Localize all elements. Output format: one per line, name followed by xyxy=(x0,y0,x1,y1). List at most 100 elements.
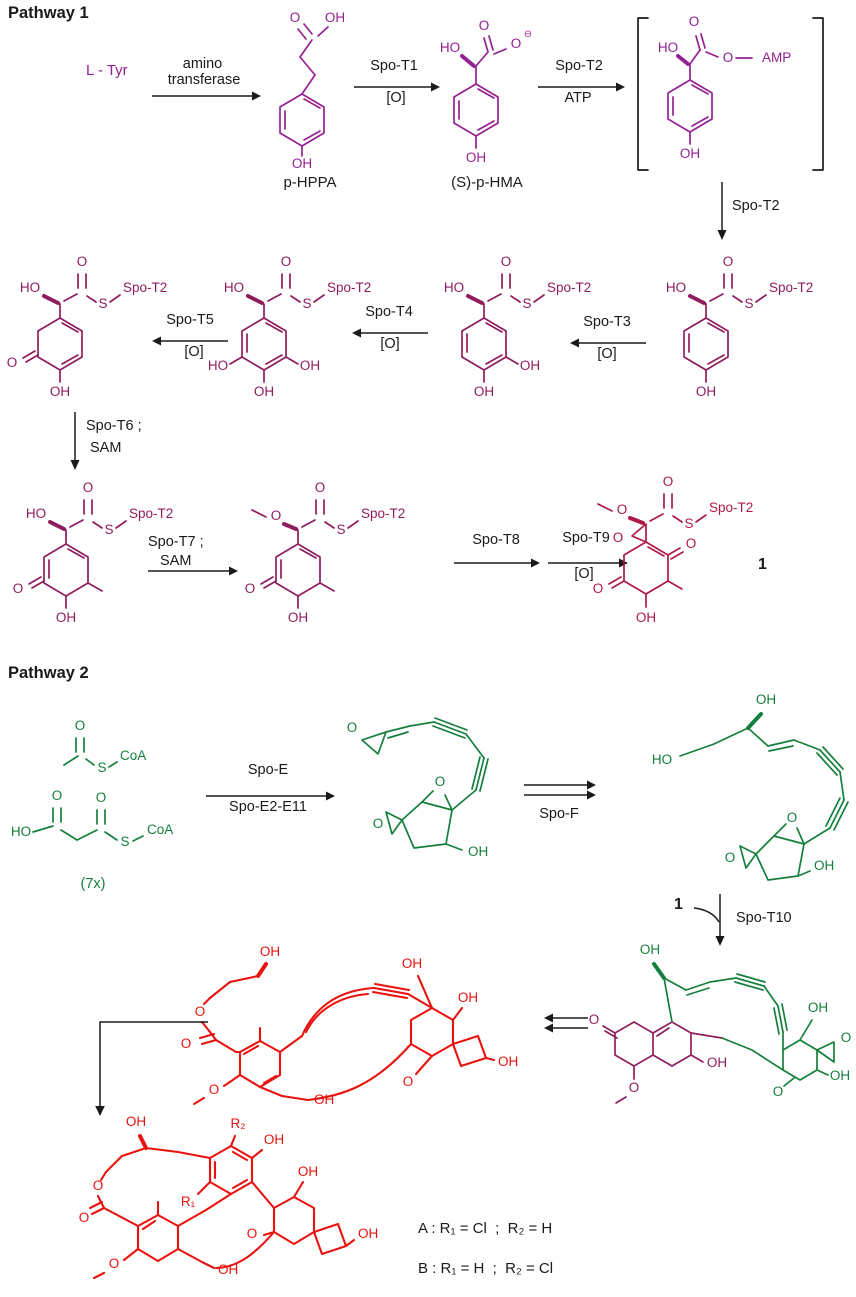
atp-label: ATP xyxy=(564,90,592,106)
atom-o: O xyxy=(403,1074,414,1089)
atom-oh: OH xyxy=(218,1262,238,1277)
spo-t6-label: Spo-T6 ; xyxy=(86,418,142,434)
atom-ho: HO xyxy=(658,40,678,55)
atom-oh: OH xyxy=(288,610,308,625)
pathway2-title: Pathway 2 xyxy=(8,664,89,682)
atom-oh: OH xyxy=(292,156,312,171)
structure-p-hppa: O OH OH xyxy=(279,10,345,171)
atom-oh: OH xyxy=(466,150,486,165)
atom-oh: OH xyxy=(402,956,422,971)
atom-s: S xyxy=(302,296,311,311)
sam-label-2: SAM xyxy=(160,553,192,569)
structure-hybrid-intermediate: O O OH OH O OH OH O xyxy=(589,942,851,1104)
enediyne-diol-bonds: OH HO O O OH xyxy=(652,692,849,881)
arrow-multistep-left xyxy=(544,1013,588,1033)
spo-t5-ox-label: [O] xyxy=(184,344,204,360)
p-hppa-bonds: O OH OH xyxy=(279,10,345,171)
structure-methyl-quinone-thioester: O HO S Spo-T2 O OH xyxy=(13,480,174,625)
spo-t4-label: Spo-T4 xyxy=(365,304,413,320)
structure-thioester-trihydroxy: O HO S Spo-T2 HO OH OH xyxy=(208,254,371,399)
charge-minus-icon: ⊖ xyxy=(524,29,532,40)
structure-enediyne-core: O O O OH xyxy=(347,717,489,859)
atom-oh: OH xyxy=(56,610,76,625)
methoxy-quinone-bonds: O O S Spo-T2 O OH xyxy=(245,480,406,625)
atom-ho: HO xyxy=(666,280,686,295)
atom-o: O xyxy=(841,1030,852,1045)
atom-o: O xyxy=(347,720,358,735)
structure-malonyl-coa: HO O O S CoA xyxy=(11,788,173,849)
sporolide-bonds: OH O O O R₂ OH R₁ OH OH O OH xyxy=(79,1114,378,1280)
aminotransferase-label-1: amino xyxy=(182,56,223,72)
atom-oh: OH xyxy=(830,1068,850,1083)
substituent-r2: R₂ xyxy=(231,1116,246,1131)
spo-t2-tag: Spo-T2 xyxy=(361,506,405,521)
atom-oh: OH xyxy=(756,692,776,707)
atom-o: O xyxy=(79,1210,90,1225)
quinone-thioester-bonds: O HO S Spo-T2 O OH xyxy=(7,254,168,399)
atom-o: O xyxy=(725,850,736,865)
arrow-spo-t2-load xyxy=(717,182,727,240)
legend-b: B : R₁ = H ; R₂ = Cl xyxy=(418,1260,554,1277)
phenol-thioester-bonds: O HO S Spo-T2 OH xyxy=(666,254,813,399)
spo-t2-tag: Spo-T2 xyxy=(129,506,173,521)
aminotransferase-label-2: transferase xyxy=(167,72,241,88)
arrow-spo-t2 xyxy=(538,82,625,92)
atom-oh: OH xyxy=(458,990,478,1005)
atom-oh: OH xyxy=(520,358,540,373)
atom-o: O xyxy=(13,581,24,596)
atom-oh: OH xyxy=(640,942,660,957)
arrow-aminotransferase xyxy=(152,91,261,101)
malonyl-coa-bonds: HO O O S CoA xyxy=(11,788,173,849)
spo-t7-label: Spo-T7 ; xyxy=(148,534,204,550)
structure-s-p-hma: HO O O ⊖ OH xyxy=(440,18,532,165)
amp-group: AMP xyxy=(762,50,791,65)
atom-o: O xyxy=(511,36,522,51)
atom-oh: OH xyxy=(298,1164,318,1179)
arrow-spo-f xyxy=(524,780,596,800)
atom-ho: HO xyxy=(652,752,672,767)
atom-o: O xyxy=(7,355,18,370)
seven-x-label: (7x) xyxy=(80,876,106,892)
atom-oh: OH xyxy=(680,146,700,161)
atom-s: S xyxy=(684,516,693,531)
atom-o: O xyxy=(93,1178,104,1193)
p-hma-name: (S)-p-HMA xyxy=(451,174,523,191)
arrow-spo-t5 xyxy=(152,336,228,346)
atom-o: O xyxy=(247,1226,258,1241)
structure-methoxy-quinone-thioester: O O S Spo-T2 O OH xyxy=(245,480,406,625)
structure-amp-intermediate: HO O O AMP OH xyxy=(637,14,824,171)
atom-o: O xyxy=(373,816,384,831)
pathway1-title: Pathway 1 xyxy=(8,4,89,22)
atom-o: O xyxy=(75,718,86,733)
atom-o: O xyxy=(83,480,94,495)
brackets xyxy=(637,17,824,171)
arrow-spo-t7 xyxy=(148,566,238,576)
spo-t2-tag: Spo-T2 xyxy=(769,280,813,295)
macrocycle-bonds: OH O O O OH OH OH OH O xyxy=(181,944,519,1107)
atom-o: O xyxy=(195,1004,206,1019)
hybrid-enediyne-part: OH O OH OH O xyxy=(640,942,851,1099)
spo-t2-tag: Spo-T2 xyxy=(547,280,591,295)
arrow-spo-t10 xyxy=(693,894,725,946)
spo-t9-ox-label: [O] xyxy=(574,566,594,582)
atom-oh: OH xyxy=(325,10,345,25)
atom-o: O xyxy=(96,790,107,805)
spo-t2-label: Spo-T2 xyxy=(555,58,603,74)
coa-group: CoA xyxy=(120,748,146,763)
atom-oh: OH xyxy=(50,384,70,399)
atom-s: S xyxy=(336,522,345,537)
trihydroxy-bonds: O HO S Spo-T2 HO OH OH xyxy=(208,254,371,399)
arrow-spo-t6 xyxy=(70,412,80,470)
atom-ho: HO xyxy=(11,824,31,839)
spo-t1-label: Spo-T1 xyxy=(370,58,418,74)
p-hma-bonds: HO O O ⊖ OH xyxy=(440,18,532,165)
atom-oh: OH xyxy=(264,1132,284,1147)
arrow-spo-t4 xyxy=(352,328,428,338)
atom-s: S xyxy=(98,296,107,311)
atom-o: O xyxy=(479,18,490,33)
atom-ho: HO xyxy=(444,280,464,295)
legend-a: A : R₁ = Cl ; R₂ = H xyxy=(418,1220,553,1237)
atom-oh: OH xyxy=(498,1054,518,1069)
atom-o: O xyxy=(589,1012,600,1027)
